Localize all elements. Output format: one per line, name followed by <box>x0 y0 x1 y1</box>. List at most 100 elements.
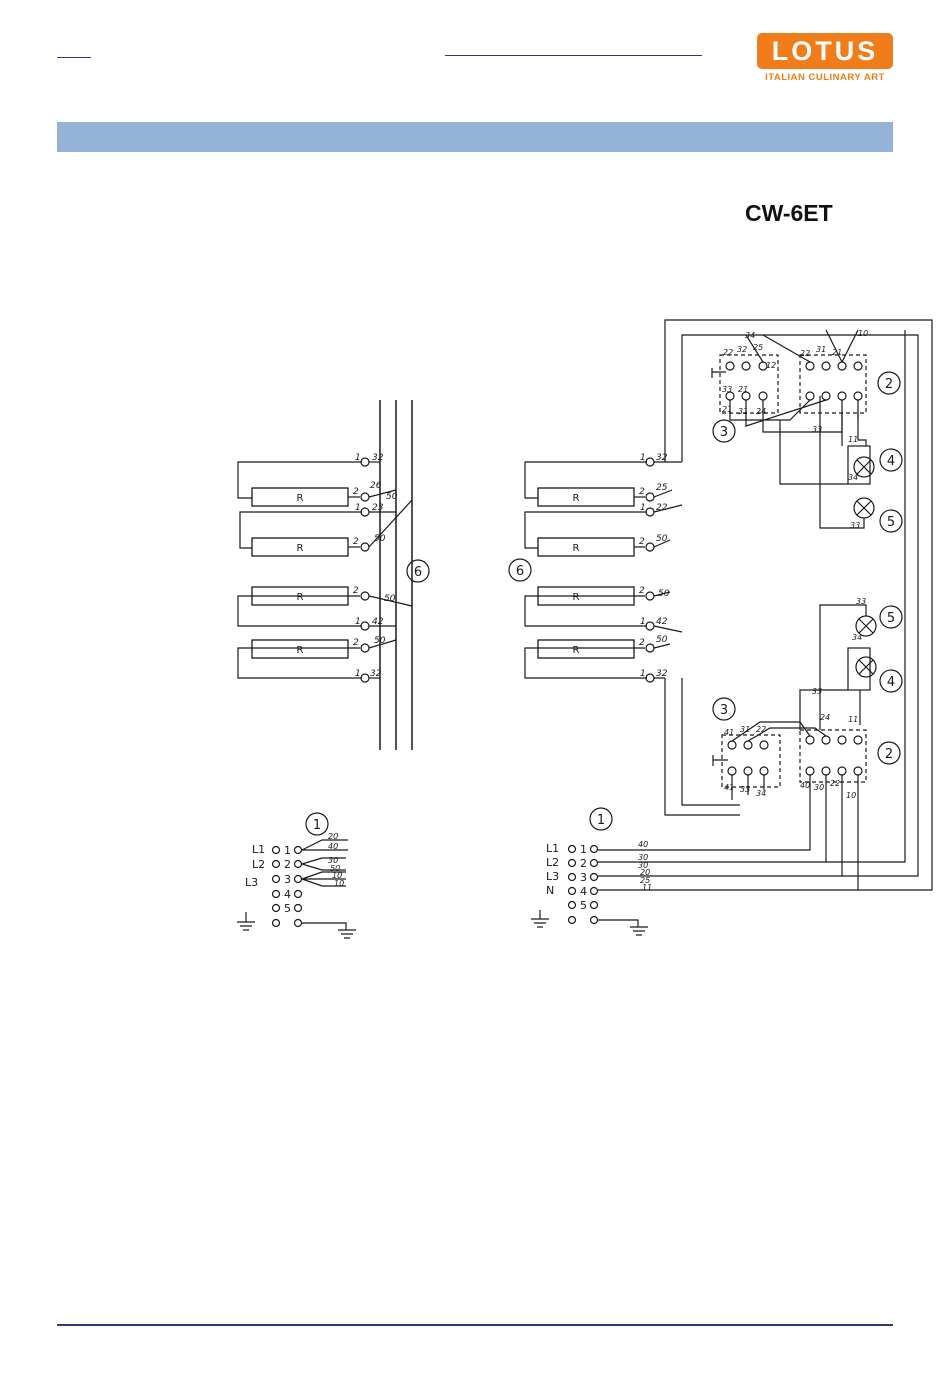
switch-label: 24 <box>820 713 830 722</box>
right-callout-1 <box>589 807 613 831</box>
left-terminal-number: 2 <box>284 858 291 871</box>
right-outer-wire <box>598 330 906 863</box>
right-callout-5-lower-label: 5 <box>887 611 895 626</box>
right-callout-2-upper-label: 2 <box>885 377 893 392</box>
left-wire-label: 26 <box>370 481 382 491</box>
switch-label: 33 <box>856 597 866 606</box>
right-callout-4-upper <box>879 448 903 472</box>
left-terminal <box>360 621 370 631</box>
switch-label: 21 <box>722 405 732 414</box>
left-supply-wire-label: 40 <box>328 842 338 851</box>
right-resistor-label: R <box>573 645 580 656</box>
left-terminal <box>360 643 370 653</box>
left-resistor-label: R <box>297 592 304 603</box>
left-pin-number: 1 <box>355 669 361 679</box>
left-pin-number: 1 <box>355 503 361 513</box>
left-terminal-number: 4 <box>284 888 291 901</box>
switch-label: 30 <box>814 783 824 792</box>
left-heater-wire <box>368 639 397 649</box>
right-callout-3-upper <box>712 419 736 443</box>
switch-label: 22 <box>756 725 766 734</box>
left-terminal-number: 1 <box>284 844 291 857</box>
right-lower-switch <box>598 721 867 890</box>
right-callout-4-upper-label: 4 <box>887 454 895 469</box>
right-callout-5-upper-label: 5 <box>887 515 895 530</box>
switch-label: 21 <box>738 385 748 394</box>
left-terminal-number: 3 <box>284 873 291 886</box>
right-heater-resistor <box>537 639 635 659</box>
left-supply-wire-label: 50 <box>330 864 340 873</box>
right-callout-2-lower <box>877 741 901 765</box>
right-callout-5-upper <box>879 509 903 533</box>
right-terminal-number: 4 <box>580 885 587 898</box>
footer-rule <box>57 1324 893 1326</box>
right-terminal-circles <box>567 844 599 925</box>
right-callout-6-label: 6 <box>516 564 524 579</box>
switch-label: 34 <box>848 473 858 482</box>
switch-label: 31 <box>738 407 748 416</box>
switch-label: 33 <box>812 425 822 434</box>
switch-label: 31 <box>740 725 750 734</box>
switch-label: 32 <box>737 345 747 354</box>
right-supply-wire-label: 40 <box>638 840 648 849</box>
right-terminal-label: L3 <box>546 870 559 883</box>
left-terminal-label: L2 <box>252 858 265 871</box>
switch-label: 31 <box>816 345 826 354</box>
right-terminal-label: L1 <box>546 842 559 855</box>
lower-lamp-housing <box>847 647 871 691</box>
switch-label: 25 <box>753 343 763 352</box>
header-rule-center <box>445 55 702 56</box>
left-pin-number: 2 <box>353 487 359 497</box>
left-callout-6-label: 6 <box>414 565 422 580</box>
right-heater-wire <box>653 461 683 679</box>
switch-label: 12 <box>766 361 776 370</box>
left-callout-1 <box>305 812 329 836</box>
left-terminal-label: L1 <box>252 843 265 856</box>
right-wire-label: 50 <box>658 589 670 599</box>
left-pin-number: 1 <box>355 453 361 463</box>
left-terminal <box>360 542 370 552</box>
right-pin-number: 1 <box>640 669 646 679</box>
right-heater-wire <box>524 461 647 499</box>
right-ground-symbol <box>531 910 549 928</box>
left-supply-wire-label: 30 <box>328 856 338 865</box>
left-heater-resistor <box>251 586 349 606</box>
left-supply-wires <box>301 839 348 887</box>
left-terminal <box>360 673 370 683</box>
right-upper-switch <box>711 329 867 433</box>
left-heater-wire <box>239 511 362 549</box>
right-outer-wire <box>681 678 740 806</box>
switch-label: 22 <box>723 348 733 357</box>
right-terminal-number: 1 <box>580 843 587 856</box>
right-outer-wire <box>664 678 740 816</box>
right-resistor-label: R <box>573 592 580 603</box>
upper-indicator-lamp-5 <box>856 500 872 516</box>
left-resistor-label: R <box>297 493 304 504</box>
left-terminal-number: 5 <box>284 902 291 915</box>
left-heater-resistor <box>251 639 349 659</box>
logo-badge <box>757 33 893 69</box>
model-title: CW-6ET <box>745 200 833 226</box>
right-pin-number: 1 <box>640 453 646 463</box>
left-pin-number: 2 <box>353 537 359 547</box>
switch-label: 41 <box>724 728 734 737</box>
left-wire-label: 50 <box>384 594 396 604</box>
right-heater-terminals <box>645 457 655 683</box>
right-callout-3-upper-label: 3 <box>720 425 728 440</box>
switch-label: 11 <box>848 715 858 724</box>
right-terminal-number: 3 <box>580 871 587 884</box>
right-heater-resistor <box>537 487 635 507</box>
left-supply-wire-label: 20 <box>328 832 338 841</box>
right-pin-number: 2 <box>639 586 645 596</box>
right-terminal-number: 2 <box>580 857 587 870</box>
lower-lamp-wiring <box>799 604 867 730</box>
left-wiring-diagram: R R R R 1 2 1 2 2 1 2 1 32 26 50 23 50 5… <box>237 400 430 939</box>
right-outer-wire <box>598 334 919 877</box>
left-terminal <box>360 507 370 517</box>
right-pin-number: 2 <box>639 638 645 648</box>
left-terminal <box>360 492 370 502</box>
switch-label: 40 <box>800 781 810 790</box>
switch-label: 10 <box>858 329 868 338</box>
section-banner <box>57 122 893 152</box>
